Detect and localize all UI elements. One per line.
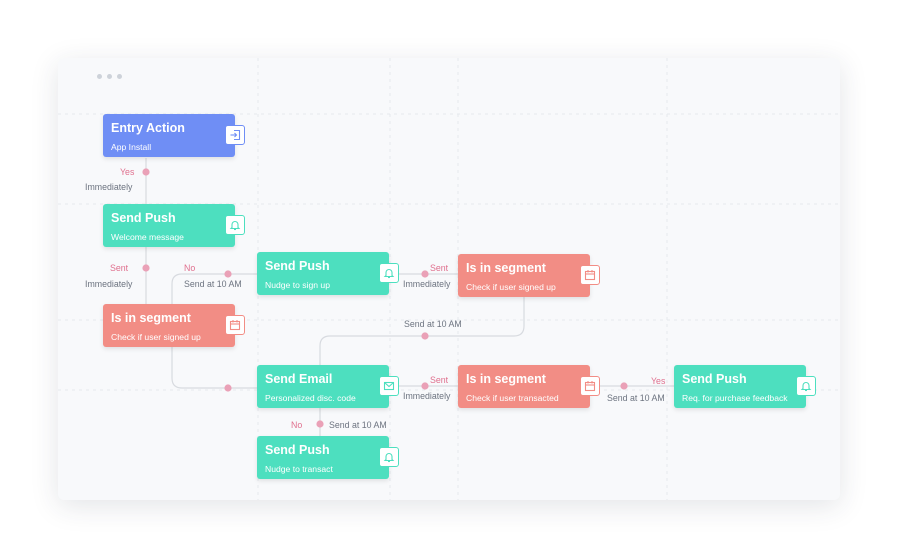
- node-title: Send Push: [265, 443, 330, 457]
- workflow-window: Entry Action App Install Send Push Welco…: [58, 58, 840, 500]
- edge-label-sent: Sent: [430, 375, 449, 385]
- edge-label-timing: Send at 10 AM: [404, 319, 462, 329]
- node-subtitle: Req. for purchase feedback: [682, 393, 788, 403]
- node-subtitle: App Install: [111, 142, 152, 152]
- connector-segment-email: [319, 297, 525, 365]
- window-dot[interactable]: [97, 74, 102, 79]
- bell-icon[interactable]: [796, 376, 816, 396]
- node-send-push-feedback[interactable]: Send Push Req. for purchase feedback: [674, 365, 816, 408]
- connector-dot[interactable]: [224, 270, 232, 278]
- edge-label-no: No: [184, 263, 196, 273]
- node-send-push-welcome[interactable]: Send Push Welcome message: [103, 204, 245, 247]
- connector-dot[interactable]: [316, 420, 324, 428]
- calendar-icon[interactable]: [225, 315, 245, 335]
- bell-icon[interactable]: [225, 215, 245, 235]
- connector-dots: [142, 168, 628, 428]
- edge-label-timing: Immediately: [85, 182, 133, 192]
- node-send-push-nudge-transact[interactable]: Send Push Nudge to transact: [257, 436, 399, 479]
- connector-dot[interactable]: [421, 382, 429, 390]
- node-subtitle: Welcome message: [111, 232, 184, 242]
- calendar-icon[interactable]: [580, 265, 600, 285]
- connector-dot[interactable]: [421, 270, 429, 278]
- node-title: Is in segment: [466, 372, 546, 386]
- edge-label-no: No: [291, 420, 303, 430]
- node-send-push-nudge-signup[interactable]: Send Push Nudge to sign up: [257, 252, 399, 295]
- bell-icon[interactable]: [379, 263, 399, 283]
- node-subtitle: Personalized disc. code: [265, 393, 356, 403]
- window-controls: [97, 74, 122, 79]
- node-title: Send Email: [265, 372, 333, 386]
- edge-label-timing: Send at 10 AM: [329, 420, 387, 430]
- node-title: Is in segment: [111, 311, 191, 325]
- edge-label-yes: Yes: [651, 376, 666, 386]
- edge-label-timing: Immediately: [403, 279, 451, 289]
- bell-icon[interactable]: [379, 447, 399, 467]
- edge-label-sent: Sent: [430, 263, 449, 273]
- entry-icon[interactable]: [225, 125, 245, 145]
- node-entry-action[interactable]: Entry Action App Install: [103, 114, 245, 157]
- connector-dot[interactable]: [142, 168, 150, 176]
- edge-label-timing: Send at 10 AM: [184, 279, 242, 289]
- node-is-in-segment-signed-up-2[interactable]: Is in segment Check if user signed up: [458, 254, 600, 297]
- window-dot[interactable]: [117, 74, 122, 79]
- connector-dot[interactable]: [224, 384, 232, 392]
- edge-label-timing: Immediately: [85, 279, 133, 289]
- edge-label-timing: Immediately: [403, 391, 451, 401]
- node-title: Entry Action: [111, 121, 185, 135]
- node-subtitle: Check if user signed up: [111, 332, 201, 342]
- node-subtitle: Nudge to sign up: [265, 280, 330, 290]
- window-dot[interactable]: [107, 74, 112, 79]
- edge-label-sent: Sent: [110, 263, 129, 273]
- node-subtitle: Check if user signed up: [466, 282, 556, 292]
- node-title: Send Push: [265, 259, 330, 273]
- calendar-icon[interactable]: [580, 376, 600, 396]
- connector-dot[interactable]: [142, 264, 150, 272]
- mail-icon[interactable]: [379, 376, 399, 396]
- node-title: Send Push: [682, 372, 747, 386]
- connector-dot[interactable]: [421, 332, 429, 340]
- node-send-email-personalized[interactable]: Send Email Personalized disc. code: [257, 365, 399, 408]
- node-subtitle: Nudge to transact: [265, 464, 333, 474]
- edge-label-yes: Yes: [120, 167, 135, 177]
- edge-label-timing: Send at 10 AM: [607, 393, 665, 403]
- node-subtitle: Check if user transacted: [466, 393, 559, 403]
- node-title: Send Push: [111, 211, 176, 225]
- node-is-in-segment-signed-up[interactable]: Is in segment Check if user signed up: [103, 304, 245, 347]
- node-is-in-segment-transacted[interactable]: Is in segment Check if user transacted: [458, 365, 600, 408]
- connector-dot[interactable]: [620, 382, 628, 390]
- node-title: Is in segment: [466, 261, 546, 275]
